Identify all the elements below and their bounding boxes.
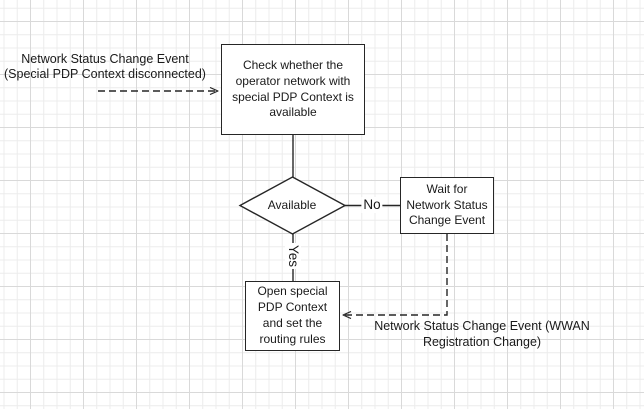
annotation-line: (Special PDP Context disconnected) — [4, 66, 206, 81]
node-decision-available — [238, 176, 347, 235]
node-open-pdp-context: Open special PDP Context and set the rou… — [245, 281, 340, 351]
annotation-disconnect-event: Network Status Change Event (Special PDP… — [3, 52, 207, 82]
node-check-line: Check whether the — [242, 57, 344, 72]
edge-label-no: No — [361, 197, 383, 213]
node-wait-line: Network Status — [406, 197, 488, 212]
edge-registration-event-arrow — [343, 234, 448, 315]
node-open-line: Open special — [257, 284, 328, 299]
edge-label-yes: Yes — [285, 242, 301, 270]
node-check-availability: Check whether the operator network with … — [221, 44, 365, 135]
node-check-line: available — [269, 105, 317, 120]
node-check-line: special PDP Context is — [232, 89, 354, 104]
node-open-line: routing rules — [259, 331, 326, 346]
node-wait-for-event: Wait for Network Status Change Event — [400, 177, 494, 234]
node-wait-line: Wait for — [426, 181, 468, 196]
decision-label: Available — [267, 198, 317, 212]
node-open-line: PDP Context — [257, 300, 328, 315]
annotation-line: Registration Change) — [422, 334, 542, 349]
node-open-line: and set the — [262, 316, 323, 330]
annotation-registration-event: Network Status Change Event (WWAN Regist… — [361, 319, 603, 350]
node-check-line: operator network with — [235, 73, 351, 88]
annotation-line: Network Status Change Event (WWAN — [374, 319, 590, 333]
node-wait-line: Change Event — [408, 213, 486, 228]
annotation-line: Network Status Change Event — [21, 52, 189, 66]
